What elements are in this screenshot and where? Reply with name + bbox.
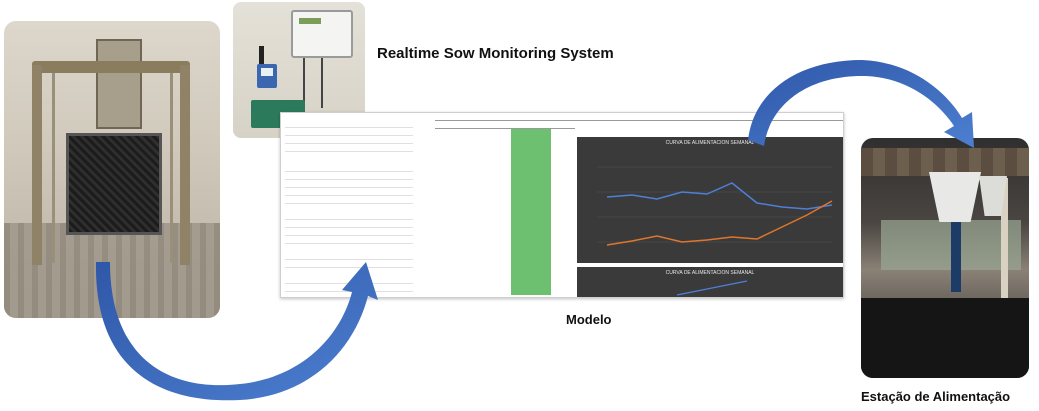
table-header	[435, 115, 575, 129]
pen-enclosure	[861, 298, 1029, 378]
sow-crate-photo	[4, 21, 220, 318]
controller-box	[291, 10, 353, 58]
feeding-station-caption: Estação de Alimentação	[861, 389, 1010, 404]
model-caption: Modelo	[566, 312, 612, 327]
highlighted-column	[511, 129, 551, 295]
crate-feeder	[96, 39, 142, 129]
spreadsheet-data-table	[435, 115, 575, 295]
crate-floor-mat	[66, 133, 162, 235]
model-spreadsheet-screenshot: CURVA DE ALIMENTACION SEMANAL CURVA DE A…	[280, 112, 844, 298]
spreadsheet-parameter-panel	[285, 117, 435, 295]
crate-rail	[52, 73, 55, 263]
weekly-feeding-curve-chart-2: CURVA DE ALIMENTACION SEMANAL	[577, 267, 843, 297]
chart-plot	[577, 267, 843, 297]
diagram-title: Realtime Sow Monitoring System	[377, 45, 614, 62]
crate-rail	[170, 73, 173, 263]
chart-plot	[577, 137, 843, 263]
feed-pipe	[951, 222, 961, 292]
barn-roof	[861, 148, 1029, 176]
crate-top-bar	[32, 61, 190, 73]
handheld-reader	[257, 64, 277, 88]
weekly-feeding-curve-chart: CURVA DE ALIMENTACION SEMANAL	[577, 137, 843, 263]
crate-left-bar	[32, 65, 42, 265]
series-line-blue	[607, 183, 832, 209]
feed-hopper	[929, 172, 981, 222]
crate-right-bar	[180, 65, 190, 265]
feeding-station-photo	[861, 138, 1029, 378]
cable	[321, 58, 323, 108]
